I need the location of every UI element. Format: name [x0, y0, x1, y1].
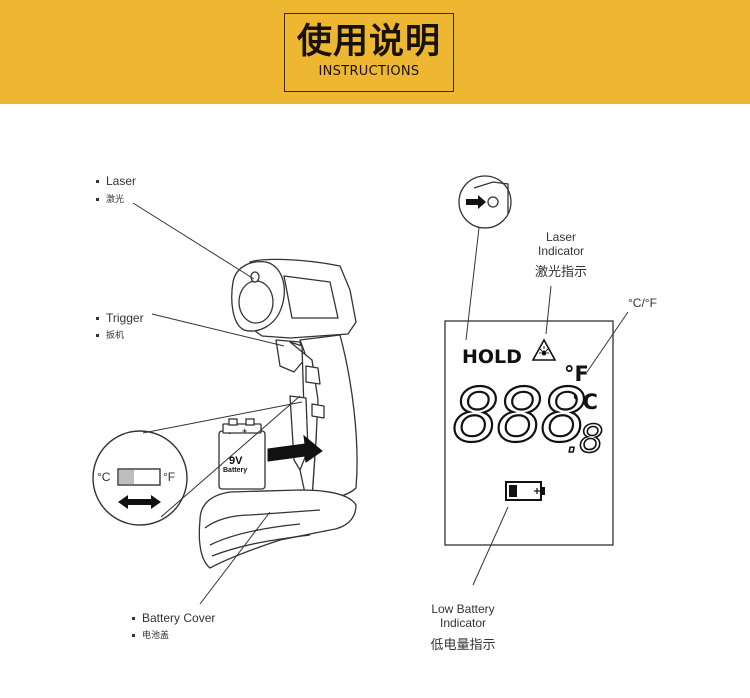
low-battery-line1: Low Battery: [431, 602, 495, 616]
battery-cover-label-text: Battery Cover: [142, 611, 216, 625]
low-battery-icon: [505, 481, 545, 501]
battery-word: Battery: [223, 467, 248, 474]
laser-label-cn: 激光: [96, 192, 124, 205]
switch-left-unit: °C: [97, 470, 111, 484]
trigger-label-text: Trigger: [106, 311, 144, 325]
trigger-label-cn: 扳机: [96, 328, 124, 341]
switch-right-unit: °F: [163, 470, 176, 484]
lcd-hold: HOLD: [462, 346, 522, 368]
laser-indicator-label: Laser Indicator 激光指示: [521, 230, 601, 280]
header-banner: [0, 0, 750, 104]
battery-9v: [218, 418, 266, 490]
battery-voltage: 9V: [229, 455, 243, 467]
battery-cover-label: Battery Cover: [132, 611, 215, 625]
laser-label-cn-text: 激光: [106, 195, 125, 205]
battery-cover: [198, 489, 357, 569]
lcd-panel: [444, 320, 614, 546]
title-box: 使用说明 INSTRUCTIONS: [284, 13, 454, 92]
battery-plus: +: [242, 426, 248, 436]
head-window: [283, 275, 339, 319]
page-subtitle: INSTRUCTIONS: [318, 64, 420, 79]
lcd-decimal: .8: [566, 416, 604, 462]
lens: [238, 280, 274, 324]
lcd-digits: 888: [451, 372, 588, 460]
insert-arrow: [267, 434, 323, 463]
laser-label-text: Laser: [106, 174, 137, 188]
low-battery-cn: 低电量指示: [430, 637, 496, 652]
battery-cover-label-cn: 电池盖: [132, 628, 169, 641]
lcd-unit-f: °F: [564, 362, 589, 386]
low-battery-label: Low Battery Indicator 低电量指示: [423, 602, 503, 653]
leader-lines-right: [465, 227, 629, 586]
lcd-unit-c: °C: [572, 390, 598, 414]
switch-double-arrow: [118, 495, 161, 509]
laser-indicator-line1: Laser: [545, 230, 577, 244]
battery-minus: -: [228, 428, 231, 438]
low-battery-line2: Indicator: [439, 616, 487, 630]
trigger-label-cn-text: 扳机: [106, 331, 125, 341]
inset-arrow: [466, 195, 486, 209]
laser-indicator-line2: Indicator: [537, 244, 585, 258]
laser-emitter: [250, 271, 260, 283]
laser-label: Laser: [96, 174, 136, 188]
switch-inset: [92, 430, 188, 526]
laser-indicator-cn: 激光指示: [534, 264, 587, 279]
laser-warning-icon: [531, 338, 557, 361]
battery-cover-label-cn-text: 电池盖: [142, 631, 170, 641]
page-title: 使用说明: [296, 22, 441, 62]
thermometer-illustration: [198, 258, 358, 569]
unit-toggle-label: °C/°F: [628, 296, 657, 310]
trigger-label: Trigger: [96, 311, 144, 325]
leader-lines-left: [132, 202, 303, 605]
